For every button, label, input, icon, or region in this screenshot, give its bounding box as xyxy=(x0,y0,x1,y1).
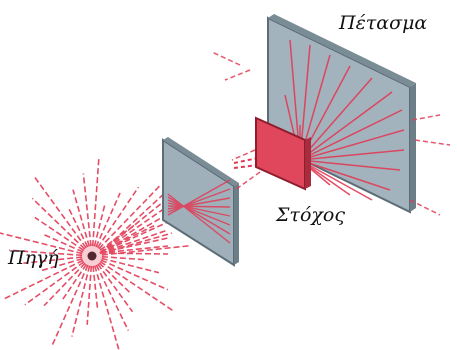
outer-scattered-ray xyxy=(212,52,240,65)
outer-scattered-ray xyxy=(232,150,255,160)
source-ray xyxy=(68,207,88,247)
outer-scattered-ray xyxy=(235,172,260,190)
outer-scattered-ray xyxy=(225,70,250,80)
source-ray xyxy=(83,173,91,246)
source-ray xyxy=(102,258,159,272)
source-ray xyxy=(72,266,90,337)
source-ray xyxy=(35,178,86,248)
source-ray xyxy=(32,198,85,249)
target-foil-side xyxy=(305,137,311,189)
screen-panel-side xyxy=(410,83,416,212)
source-ray xyxy=(96,265,128,331)
source-ray xyxy=(102,257,147,260)
source-ray-forward xyxy=(100,190,168,253)
outer-scattered-ray xyxy=(415,140,450,145)
source-ray xyxy=(100,262,172,311)
beam-to-target xyxy=(234,158,258,168)
source-ray xyxy=(73,190,89,247)
collimator-panel-side xyxy=(234,183,239,265)
source-glow xyxy=(80,244,104,268)
source-ray xyxy=(93,266,98,311)
source-ray xyxy=(53,265,88,344)
target-label: Στόχος xyxy=(276,204,345,226)
outer-scattered-ray xyxy=(412,115,440,120)
collimator-ray xyxy=(168,206,230,207)
source-ray-forward xyxy=(100,253,168,254)
screen-label: Πέτασμα xyxy=(339,12,427,34)
source-label: Πηγή xyxy=(8,247,59,269)
